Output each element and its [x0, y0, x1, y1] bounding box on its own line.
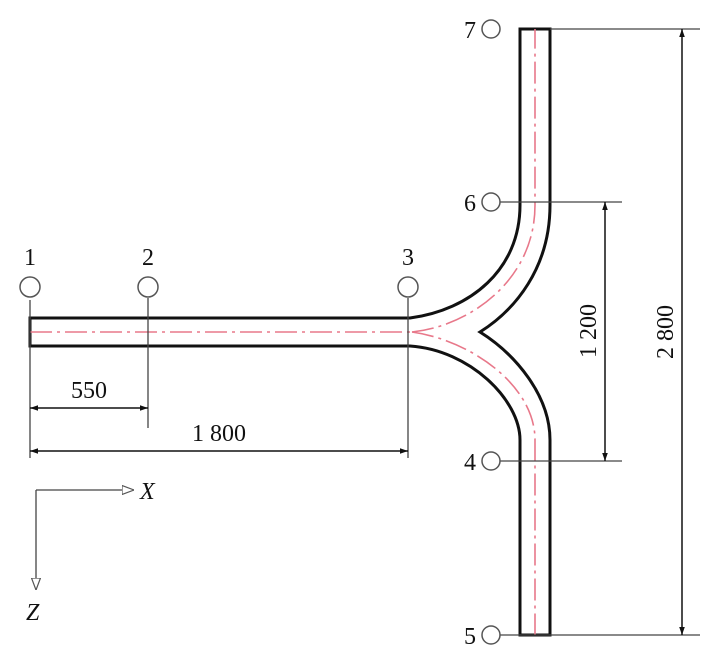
sensor-marker-7 [481, 19, 501, 39]
centerline-lower-branch [411, 331, 536, 635]
dim-text-550: 550 [71, 378, 107, 404]
point-label-7: 7 [464, 18, 476, 44]
centerline-upper-branch [411, 29, 536, 333]
point-label-3: 3 [402, 245, 414, 271]
sensor-marker-3 [397, 276, 419, 298]
sensor-marker-5 [481, 625, 501, 645]
sensor-marker-2 [137, 276, 159, 298]
x-axis-label: X [139, 479, 156, 505]
pipe-outline [28, 27, 552, 637]
point-label-1: 1 [24, 245, 36, 271]
point-label-2: 2 [142, 245, 154, 271]
dim-text-1200: 1 200 [576, 304, 602, 358]
point-label-5: 5 [464, 624, 476, 650]
sensor-marker-6 [481, 192, 501, 212]
point-label-4: 4 [464, 450, 476, 476]
dim-text-2800: 2 800 [653, 305, 679, 359]
point-label-6: 6 [464, 191, 476, 217]
sensor-marker-4 [481, 451, 501, 471]
z-axis-label: Z [26, 600, 40, 626]
dim-text-1800: 1 800 [192, 421, 246, 447]
sensor-marker-1 [19, 276, 41, 298]
